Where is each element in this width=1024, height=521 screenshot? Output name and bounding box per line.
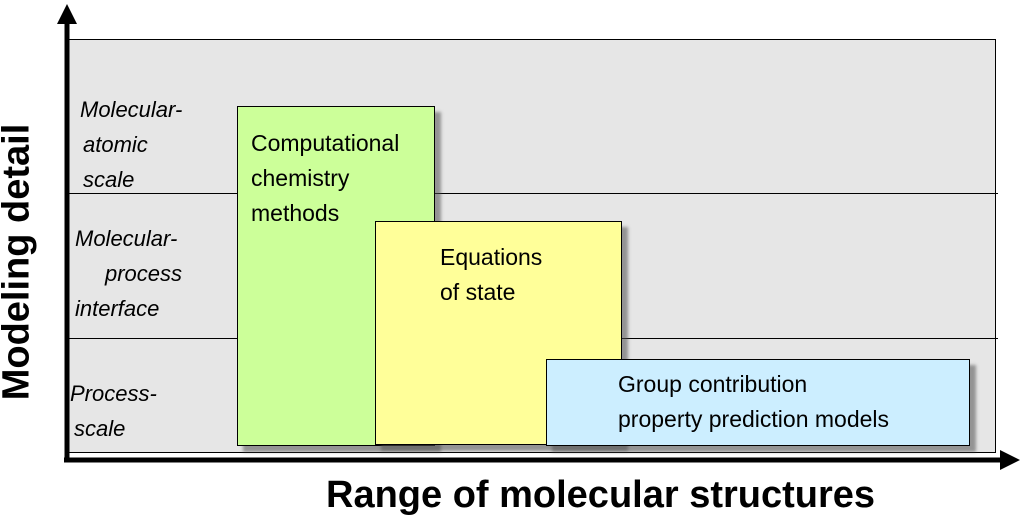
equations-of-state-line-2: of state xyxy=(440,279,516,305)
x-axis-arrowhead-icon xyxy=(1000,450,1020,470)
computational-chemistry-label: Computational chemistry methods xyxy=(251,126,399,231)
computational-chemistry-line-2: chemistry xyxy=(251,165,350,191)
scale-level-2-line-2: process xyxy=(105,261,183,286)
scale-level-2-line-3: interface xyxy=(75,296,160,321)
scale-level-3-line-1: Process- xyxy=(70,381,157,406)
level-divider-upper xyxy=(66,193,998,194)
scale-level-molecular-atomic: Molecular- atomic scale xyxy=(80,92,182,197)
group-contribution-box xyxy=(546,359,970,446)
x-axis-label: Range of molecular structures xyxy=(326,474,876,516)
scale-level-1-line-3: scale xyxy=(83,167,135,192)
computational-chemistry-line-3: methods xyxy=(251,200,340,226)
scale-level-1-line-1: Molecular- xyxy=(80,97,183,122)
scale-level-process: Process- scale xyxy=(70,376,157,446)
computational-chemistry-line-1: Computational xyxy=(251,130,400,156)
equations-of-state-label: Equations of state xyxy=(440,240,542,310)
equations-of-state-line-1: Equations xyxy=(440,244,543,270)
group-contribution-line-1: Group contribution xyxy=(618,371,808,397)
y-axis-label: Modeling detail xyxy=(0,123,38,401)
scale-level-1-line-2: atomic xyxy=(83,132,148,157)
group-contribution-line-2: property prediction models xyxy=(618,406,890,432)
scale-level-3-line-2: scale xyxy=(74,416,126,441)
scale-level-2-line-1: Molecular- xyxy=(75,226,178,251)
group-contribution-label: Group contribution property prediction m… xyxy=(618,367,889,437)
y-axis-arrowhead-icon xyxy=(57,4,77,24)
scale-level-molecular-process: Molecular- process interface xyxy=(75,221,182,326)
